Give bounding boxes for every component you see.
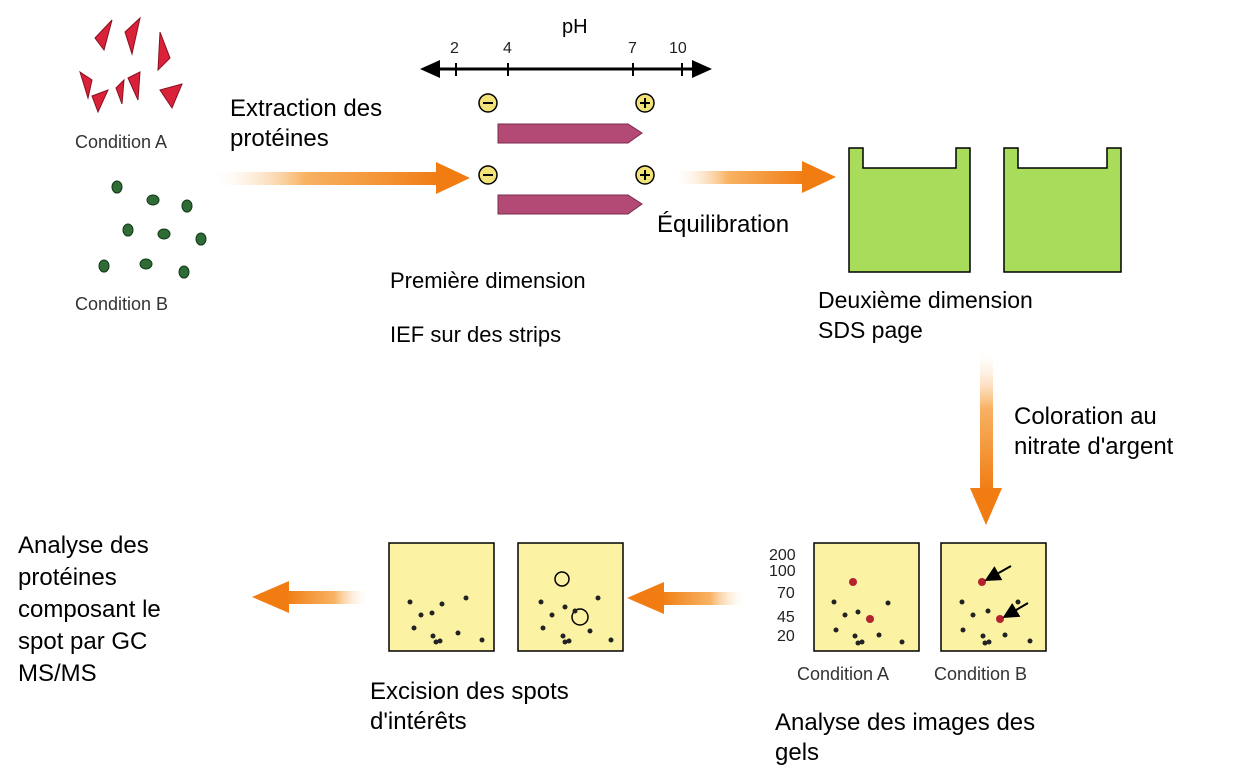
second-dimension-label: Deuxième dimension SDS page — [818, 287, 1033, 343]
condition-a-cells — [79, 16, 183, 114]
condition-a-label: Condition A — [75, 132, 168, 152]
ief-strips — [478, 93, 655, 215]
mw-marker-45: 45 — [777, 609, 795, 626]
mw-marker-70: 70 — [777, 585, 795, 602]
coloration-label: Coloration au nitrate d'argent — [1014, 403, 1174, 460]
ph-tick-7: 7 — [628, 40, 637, 57]
ph-tick-4: 4 — [503, 40, 512, 57]
excision-label: Excision des spots d'intérêts — [370, 678, 569, 735]
analysis-gel-b — [940, 542, 1047, 652]
equilibration-label: Équilibration — [657, 211, 790, 238]
flow-arrow-to-analysis — [252, 581, 367, 613]
flow-arrow-coloration — [970, 352, 1002, 525]
gel-condition-a-label: Condition A — [797, 664, 890, 684]
image-analysis-label: Analyse des images des gels — [775, 709, 1036, 766]
ph-tick-2: 2 — [450, 40, 459, 57]
gel-condition-b-label: Condition B — [934, 664, 1028, 684]
ph-tick-10: 10 — [669, 40, 687, 57]
flow-arrow-to-excision — [627, 582, 744, 614]
extraction-label: Extraction des protéines — [230, 95, 383, 152]
ief-strip-bottom — [497, 194, 643, 215]
excision-gel-1 — [388, 542, 495, 652]
flow-arrow-extraction — [215, 162, 470, 194]
ph-axis-title: pH — [562, 16, 588, 38]
ief-strip-top — [497, 123, 643, 144]
condition-b-cells — [98, 180, 207, 279]
first-dimension-subtitle: IEF sur des strips — [390, 322, 562, 347]
analysis-gel-a — [813, 542, 920, 652]
excision-gel-2 — [517, 542, 624, 652]
sds-page-gels — [848, 147, 1122, 273]
flow-arrow-equilibration — [676, 161, 836, 193]
condition-b-label: Condition B — [75, 294, 169, 314]
first-dimension-title: Première dimension — [390, 268, 586, 293]
ph-axis — [420, 60, 712, 78]
mw-marker-20: 20 — [777, 628, 795, 645]
mw-marker-200: 200 — [769, 547, 796, 564]
protein-analysis-label: Analyse des protéines composant le spot … — [18, 532, 161, 687]
mw-marker-100: 100 — [769, 563, 796, 580]
